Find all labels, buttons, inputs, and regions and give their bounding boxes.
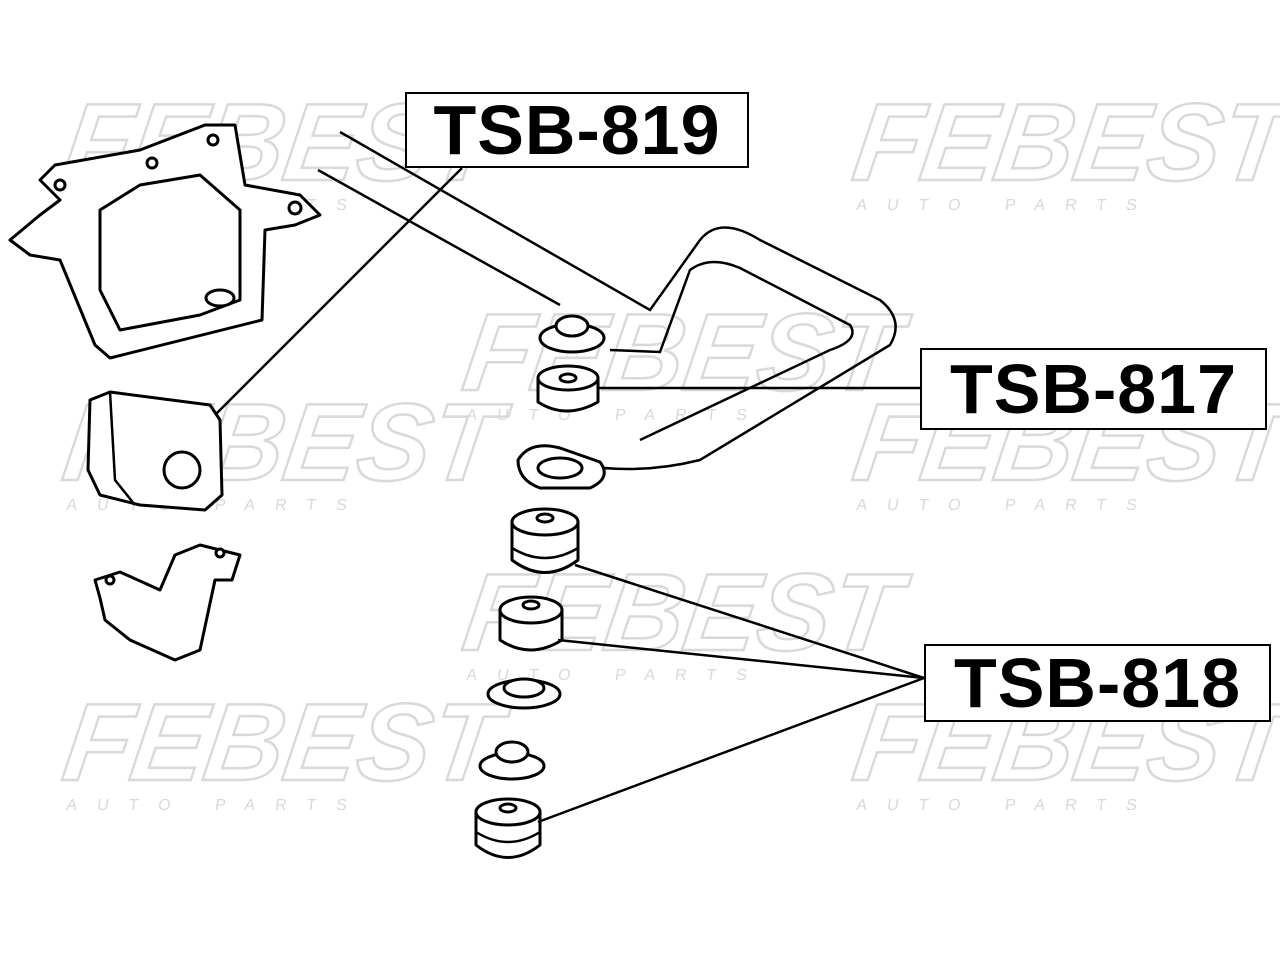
part-label-tsb-819: TSB-819 [405,92,749,168]
part-label-tsb-817: TSB-817 [920,348,1267,430]
watermark-sub: AUTO PARTS [65,796,368,814]
watermark-sub: AUTO PARTS [855,796,1158,814]
stabilizer-bar [317,130,897,471]
link-bushing-818-c [474,797,542,859]
watermark-sub: AUTO PARTS [855,496,1158,514]
watermark-layer: FEBEST AUTO PARTS FEBEST AUTO PARTS FEBE… [55,80,1280,814]
link-bushing-817 [536,364,600,413]
washer-cup [486,677,562,710]
bar-end-eye [516,444,606,490]
bushing-clamp [93,543,242,662]
watermark-brand: FEBEST [57,681,517,803]
link-bushing-upper [538,314,606,354]
mounting-bracket [8,123,322,360]
link-bushing-upper-small [478,740,546,781]
stabilizer-bushing [86,390,224,512]
watermark-sub: AUTO PARTS [465,406,768,424]
watermark-sub: AUTO PARTS [855,196,1158,214]
watermark-brand: FEBEST [457,291,917,413]
part-label-tsb-818: TSB-818 [924,644,1271,722]
watermark-sub: AUTO PARTS [465,666,768,684]
leader-lines [215,167,925,824]
watermark-brand: FEBEST [847,81,1280,203]
link-bushing-818-a [510,507,580,574]
link-bushing-818-b [498,595,564,652]
